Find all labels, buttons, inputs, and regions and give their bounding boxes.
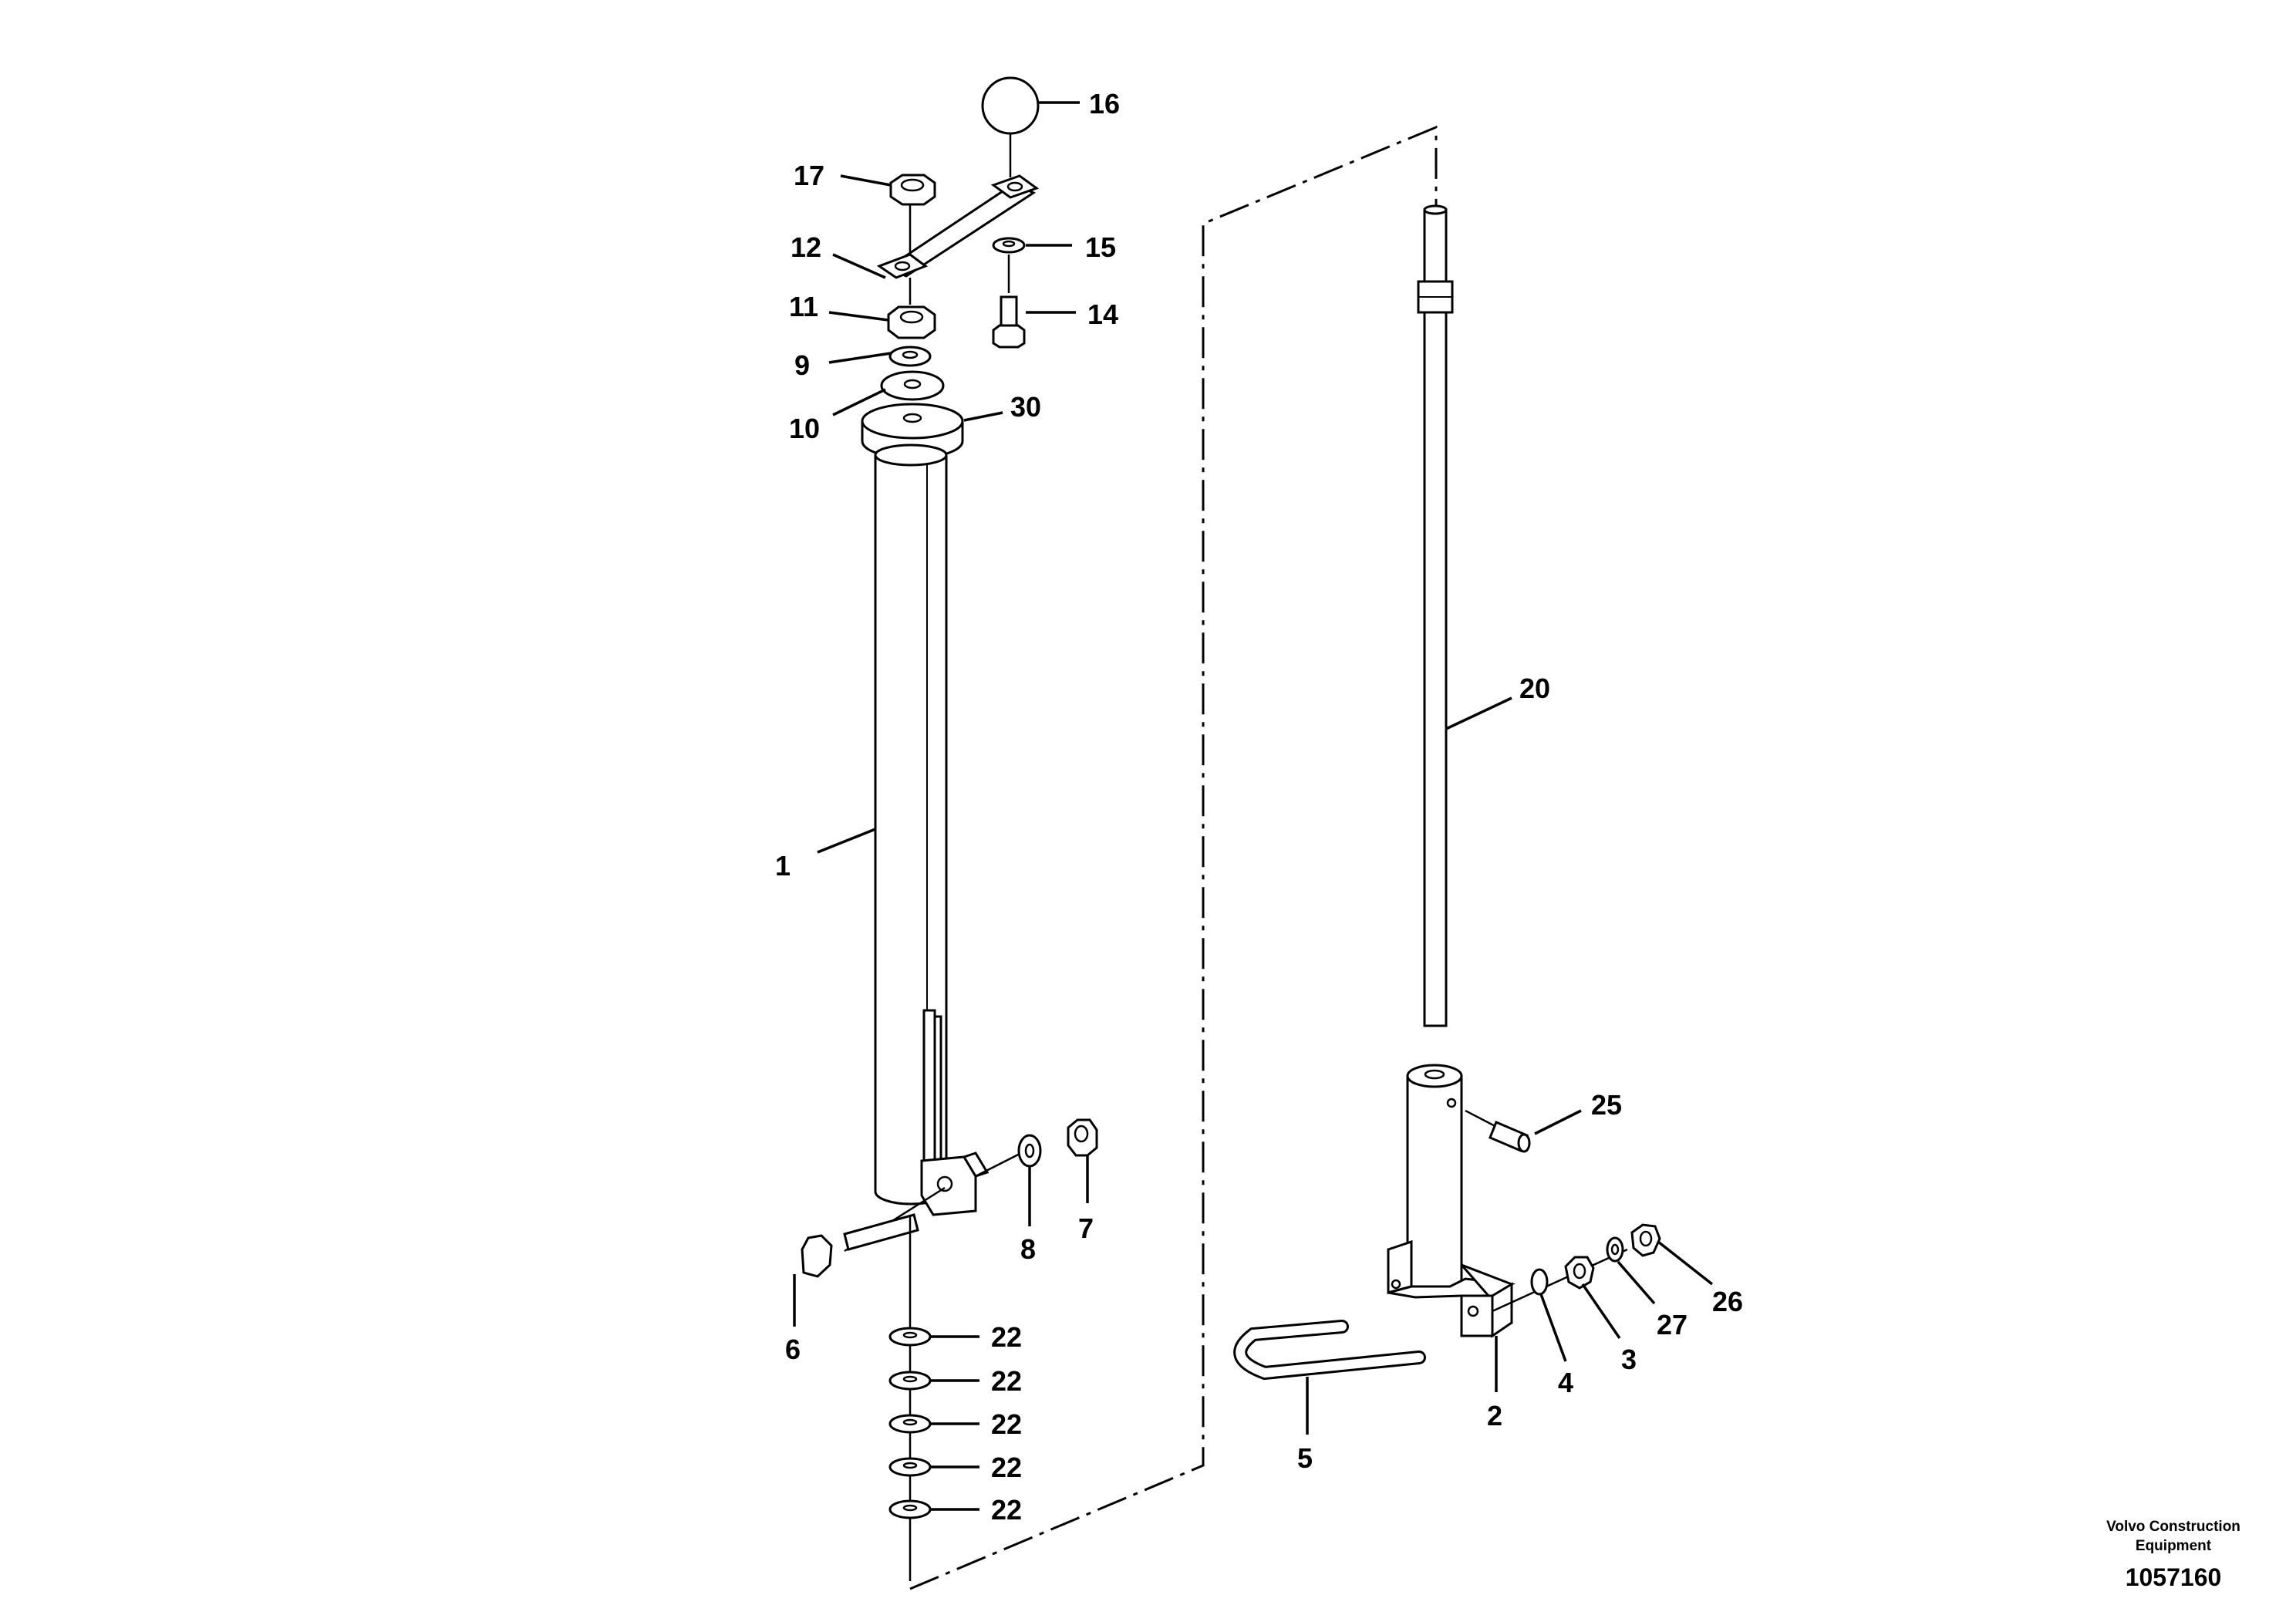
company-name-line2: Equipment bbox=[2136, 1538, 2212, 1554]
tube-clip-bracket bbox=[920, 1009, 990, 1216]
callout-10: 10 bbox=[789, 413, 820, 444]
footer-block: Volvo Construction Equipment 1057160 bbox=[2106, 1519, 2240, 1591]
rod-20 bbox=[1423, 204, 1448, 1027]
callout-5: 5 bbox=[1297, 1442, 1313, 1474]
large-washer bbox=[880, 370, 945, 401]
bolt-14 bbox=[992, 295, 1026, 349]
top-nut bbox=[889, 174, 936, 206]
lower-nut bbox=[887, 305, 936, 339]
bolt-6 bbox=[801, 1213, 919, 1278]
callout-8: 8 bbox=[1020, 1233, 1036, 1265]
nut-7 bbox=[1067, 1118, 1098, 1157]
callout-22-d: 22 bbox=[991, 1452, 1022, 1483]
callout-22-b: 22 bbox=[991, 1365, 1022, 1397]
callout-27: 27 bbox=[1657, 1309, 1687, 1340]
callout-12: 12 bbox=[791, 231, 821, 263]
lock-washer-15 bbox=[992, 237, 1026, 254]
document-number: 1057160 bbox=[2126, 1563, 2222, 1591]
company-name-line1: Volvo Construction bbox=[2106, 1519, 2240, 1535]
washer-27 bbox=[1606, 1236, 1624, 1263]
callout-11: 11 bbox=[789, 291, 818, 322]
callout-26: 26 bbox=[1712, 1286, 1743, 1317]
holder-body bbox=[1406, 1064, 1463, 1288]
nut-26 bbox=[1630, 1223, 1661, 1257]
washer-8 bbox=[1017, 1134, 1042, 1168]
clamp-block-2 bbox=[1387, 1239, 1516, 1338]
callout-2: 2 bbox=[1487, 1400, 1502, 1431]
callout-22-a: 22 bbox=[991, 1321, 1022, 1353]
rod-collar bbox=[1417, 280, 1454, 314]
callout-22-c: 22 bbox=[991, 1408, 1022, 1440]
callout-16: 16 bbox=[1089, 88, 1120, 120]
leader-lines bbox=[793, 101, 1714, 1511]
callout-1: 1 bbox=[775, 850, 791, 882]
small-washer bbox=[888, 346, 932, 367]
callout-17: 17 bbox=[794, 160, 824, 191]
callout-30: 30 bbox=[1010, 391, 1041, 423]
washer-4 bbox=[1530, 1268, 1549, 1296]
bracket-arm bbox=[876, 174, 1040, 279]
callout-14: 14 bbox=[1087, 298, 1118, 330]
shim-washer-stack bbox=[888, 1327, 932, 1519]
callout-6: 6 bbox=[785, 1334, 801, 1365]
callout-7: 7 bbox=[1078, 1212, 1094, 1244]
callout-9: 9 bbox=[794, 349, 810, 381]
ball-knob bbox=[981, 76, 1040, 135]
callout-20: 20 bbox=[1519, 673, 1550, 704]
callout-labels: 16 17 12 15 11 14 9 30 10 1 20 25 8 7 6 … bbox=[775, 88, 1743, 1526]
callout-25: 25 bbox=[1591, 1089, 1622, 1121]
callout-15: 15 bbox=[1085, 231, 1116, 263]
pin-25 bbox=[1489, 1121, 1531, 1153]
callout-22-e: 22 bbox=[991, 1494, 1022, 1526]
nut-3 bbox=[1564, 1256, 1595, 1290]
assembly-outline bbox=[909, 125, 1438, 1590]
callout-4: 4 bbox=[1558, 1367, 1573, 1398]
u-bolt-5 bbox=[1233, 1320, 1426, 1381]
callout-3: 3 bbox=[1621, 1344, 1637, 1375]
